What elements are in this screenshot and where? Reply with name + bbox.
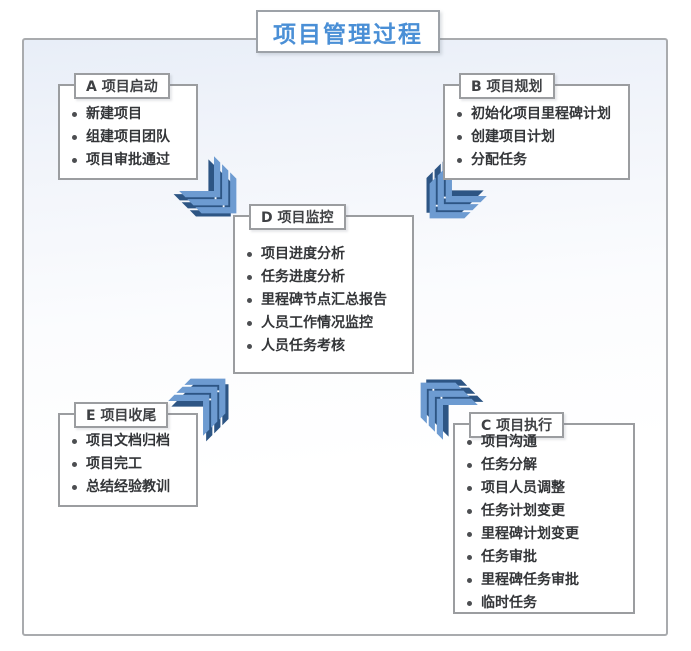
list-item: 里程碑计划变更 [467, 523, 627, 546]
diagram-title-box: 项目管理过程 [256, 10, 440, 53]
node-item-list: 项目沟通 任务分解 项目人员调整 任务计划变更 里程碑计划变更 任务审批 里程碑… [455, 425, 633, 615]
node-item-list: 项目文档归档 项目完工 总结经验教训 [60, 415, 196, 499]
list-item: 项目进度分析 [247, 243, 406, 266]
diagram-title: 项目管理过程 [273, 21, 423, 48]
list-item: 项目审批通过 [72, 149, 190, 172]
node-project-execution: C 项目执行 项目沟通 任务分解 项目人员调整 任务计划变更 里程碑计划变更 任… [453, 412, 635, 615]
node-item-list: 初始化项目里程碑计划 创建项目计划 分配任务 [445, 86, 628, 172]
node-header: C 项目执行 [469, 412, 565, 438]
node-item-list: 新建项目 组建项目团队 项目审批通过 [60, 86, 196, 172]
node-header: E 项目收尾 [74, 402, 169, 428]
node-item-list: 项目进度分析 任务进度分析 里程碑节点汇总报告 人员工作情况监控 人员任务考核 [235, 217, 412, 358]
list-item: 分配任务 [457, 149, 622, 172]
node-header: B 项目规划 [459, 73, 555, 99]
list-item: 项目完工 [72, 453, 190, 476]
list-item: 总结经验教训 [72, 476, 190, 499]
node-header: A 项目启动 [74, 73, 170, 99]
list-item: 临时任务 [467, 592, 627, 615]
list-item: 任务进度分析 [247, 266, 406, 289]
list-item: 创建项目计划 [457, 126, 622, 149]
list-item: 任务分解 [467, 454, 627, 477]
node-header: D 项目监控 [249, 204, 346, 230]
list-item: 项目沟通 [467, 431, 627, 454]
list-item: 任务审批 [467, 546, 627, 569]
node-project-monitoring: D 项目监控 项目进度分析 任务进度分析 里程碑节点汇总报告 人员工作情况监控 … [233, 204, 414, 374]
list-item: 人员任务考核 [247, 335, 406, 358]
list-item: 里程碑节点汇总报告 [247, 289, 406, 312]
list-item: 组建项目团队 [72, 126, 190, 149]
list-item: 项目文档归档 [72, 430, 190, 453]
list-item: 任务计划变更 [467, 500, 627, 523]
list-item: 里程碑任务审批 [467, 569, 627, 592]
node-project-initiation: A 项目启动 新建项目 组建项目团队 项目审批通过 [58, 73, 198, 180]
list-item: 新建项目 [72, 103, 190, 126]
node-project-planning: B 项目规划 初始化项目里程碑计划 创建项目计划 分配任务 [443, 73, 630, 180]
list-item: 人员工作情况监控 [247, 312, 406, 335]
node-project-closure: E 项目收尾 项目文档归档 项目完工 总结经验教训 [58, 402, 198, 507]
list-item: 初始化项目里程碑计划 [457, 103, 622, 126]
list-item: 项目人员调整 [467, 477, 627, 500]
